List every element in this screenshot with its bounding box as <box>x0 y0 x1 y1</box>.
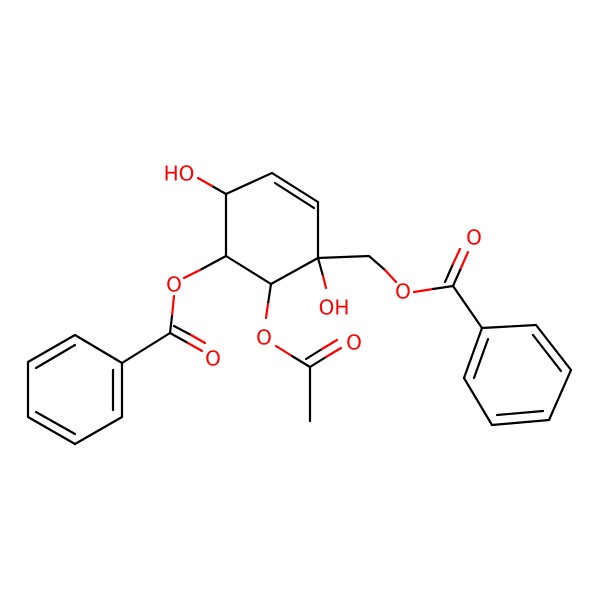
bond-layer <box>26 171 573 446</box>
bond-right-phenyl-inner-2 <box>495 409 545 417</box>
bond-carbonyl-right-c-o-1 <box>451 266 463 288</box>
bond-carbonyl-right-c-o-2 <box>443 262 455 284</box>
bond-right-phenyl-5 <box>462 376 494 427</box>
bond-right-phenyl-3 <box>547 368 573 422</box>
bond-acetyl-c-o-1-red <box>324 346 343 359</box>
bond-oacetoxy-carbonyl-red <box>274 344 294 358</box>
bond-left-phenyl-2 <box>26 333 77 364</box>
bond-right-phenyl-1 <box>480 323 538 330</box>
label-o-ester-right: O <box>395 280 411 304</box>
bond-left-phenyl-inner-2 <box>34 410 77 436</box>
bond-ring-c5-c6 <box>224 254 273 286</box>
bond-c4-ch2 <box>316 254 371 260</box>
bond-c1-oh-red <box>196 176 214 188</box>
bond-ch2-oester-right <box>367 254 387 272</box>
label-ho-ring: HO <box>164 162 195 186</box>
bond-left-phenyl-inner-1 <box>34 343 77 370</box>
bond-right-phenyl-6 <box>462 326 484 380</box>
bond-right-phenyl-inner-1 <box>531 333 563 373</box>
bond-acetyl-c-o-1 <box>308 355 328 369</box>
atom-label-layer: HO O O OH O O O O <box>164 162 482 371</box>
bond-carbonyl-left-c-o-1 <box>168 331 190 345</box>
bond-ring-c4-c5 <box>269 256 320 286</box>
bond-oester-right-carbonyl <box>431 284 455 291</box>
bond-oester-left-carbonyl <box>170 294 176 318</box>
bond-c6-oester-left <box>198 254 228 272</box>
bond-carbonyl-left-c-o-1-red <box>186 341 204 353</box>
label-o-carbonyl-right: O <box>466 226 482 250</box>
bond-right-phenyl-2 <box>534 323 573 372</box>
bond-left-phenyl-4 <box>26 415 77 446</box>
bond-carbonyl-left-to-phenyl <box>120 331 172 365</box>
bond-left-phenyl-1 <box>73 333 124 365</box>
bond-c5-oacetoxy <box>266 282 273 306</box>
bond-oacetoxy-carbonyl <box>290 354 312 369</box>
bond-carbonyl-right-c-o-2-red <box>451 247 462 266</box>
bond-c4-oh-red <box>321 274 328 290</box>
label-o-ester-left: O <box>166 273 182 297</box>
label-oh-ring: OH <box>319 296 350 320</box>
bond-right-phenyl-inner-3 <box>472 337 490 380</box>
bond-acetyl-c-o-2-red <box>320 338 339 351</box>
bond-left-phenyl-5 <box>73 415 124 446</box>
bond-oester-right-carbonyl-red <box>412 287 435 294</box>
bond-ch2-oester-right-red <box>383 268 398 284</box>
bond-ring-c2-c3-double <box>273 181 316 210</box>
bond-c1-oh <box>210 184 228 196</box>
bond-c4-oh <box>316 256 325 278</box>
bond-carbonyl-right-to-phenyl <box>451 284 484 330</box>
label-o-carbonyl-left: O <box>205 347 221 371</box>
bond-c5-oacetoxy-red <box>264 302 270 320</box>
bond-carbonyl-left-c-o-2 <box>172 324 193 337</box>
bond-ring-c1-c2 <box>224 171 274 196</box>
bond-right-phenyl-4 <box>490 418 551 427</box>
bond-acetyl-c-o-2 <box>304 347 324 361</box>
label-o-carbonyl-acetyl: O <box>346 331 362 355</box>
bond-oester-left-carbonyl-black <box>168 314 174 335</box>
bond-carbonyl-left-c-o-2-red <box>189 333 207 345</box>
bond-c6-oester-left-red <box>182 268 202 280</box>
bond-carbonyl-right-c-o-1-red <box>459 250 470 270</box>
label-o-acetoxy: O <box>256 326 272 350</box>
bond-ring-c2-c3 <box>270 171 320 204</box>
